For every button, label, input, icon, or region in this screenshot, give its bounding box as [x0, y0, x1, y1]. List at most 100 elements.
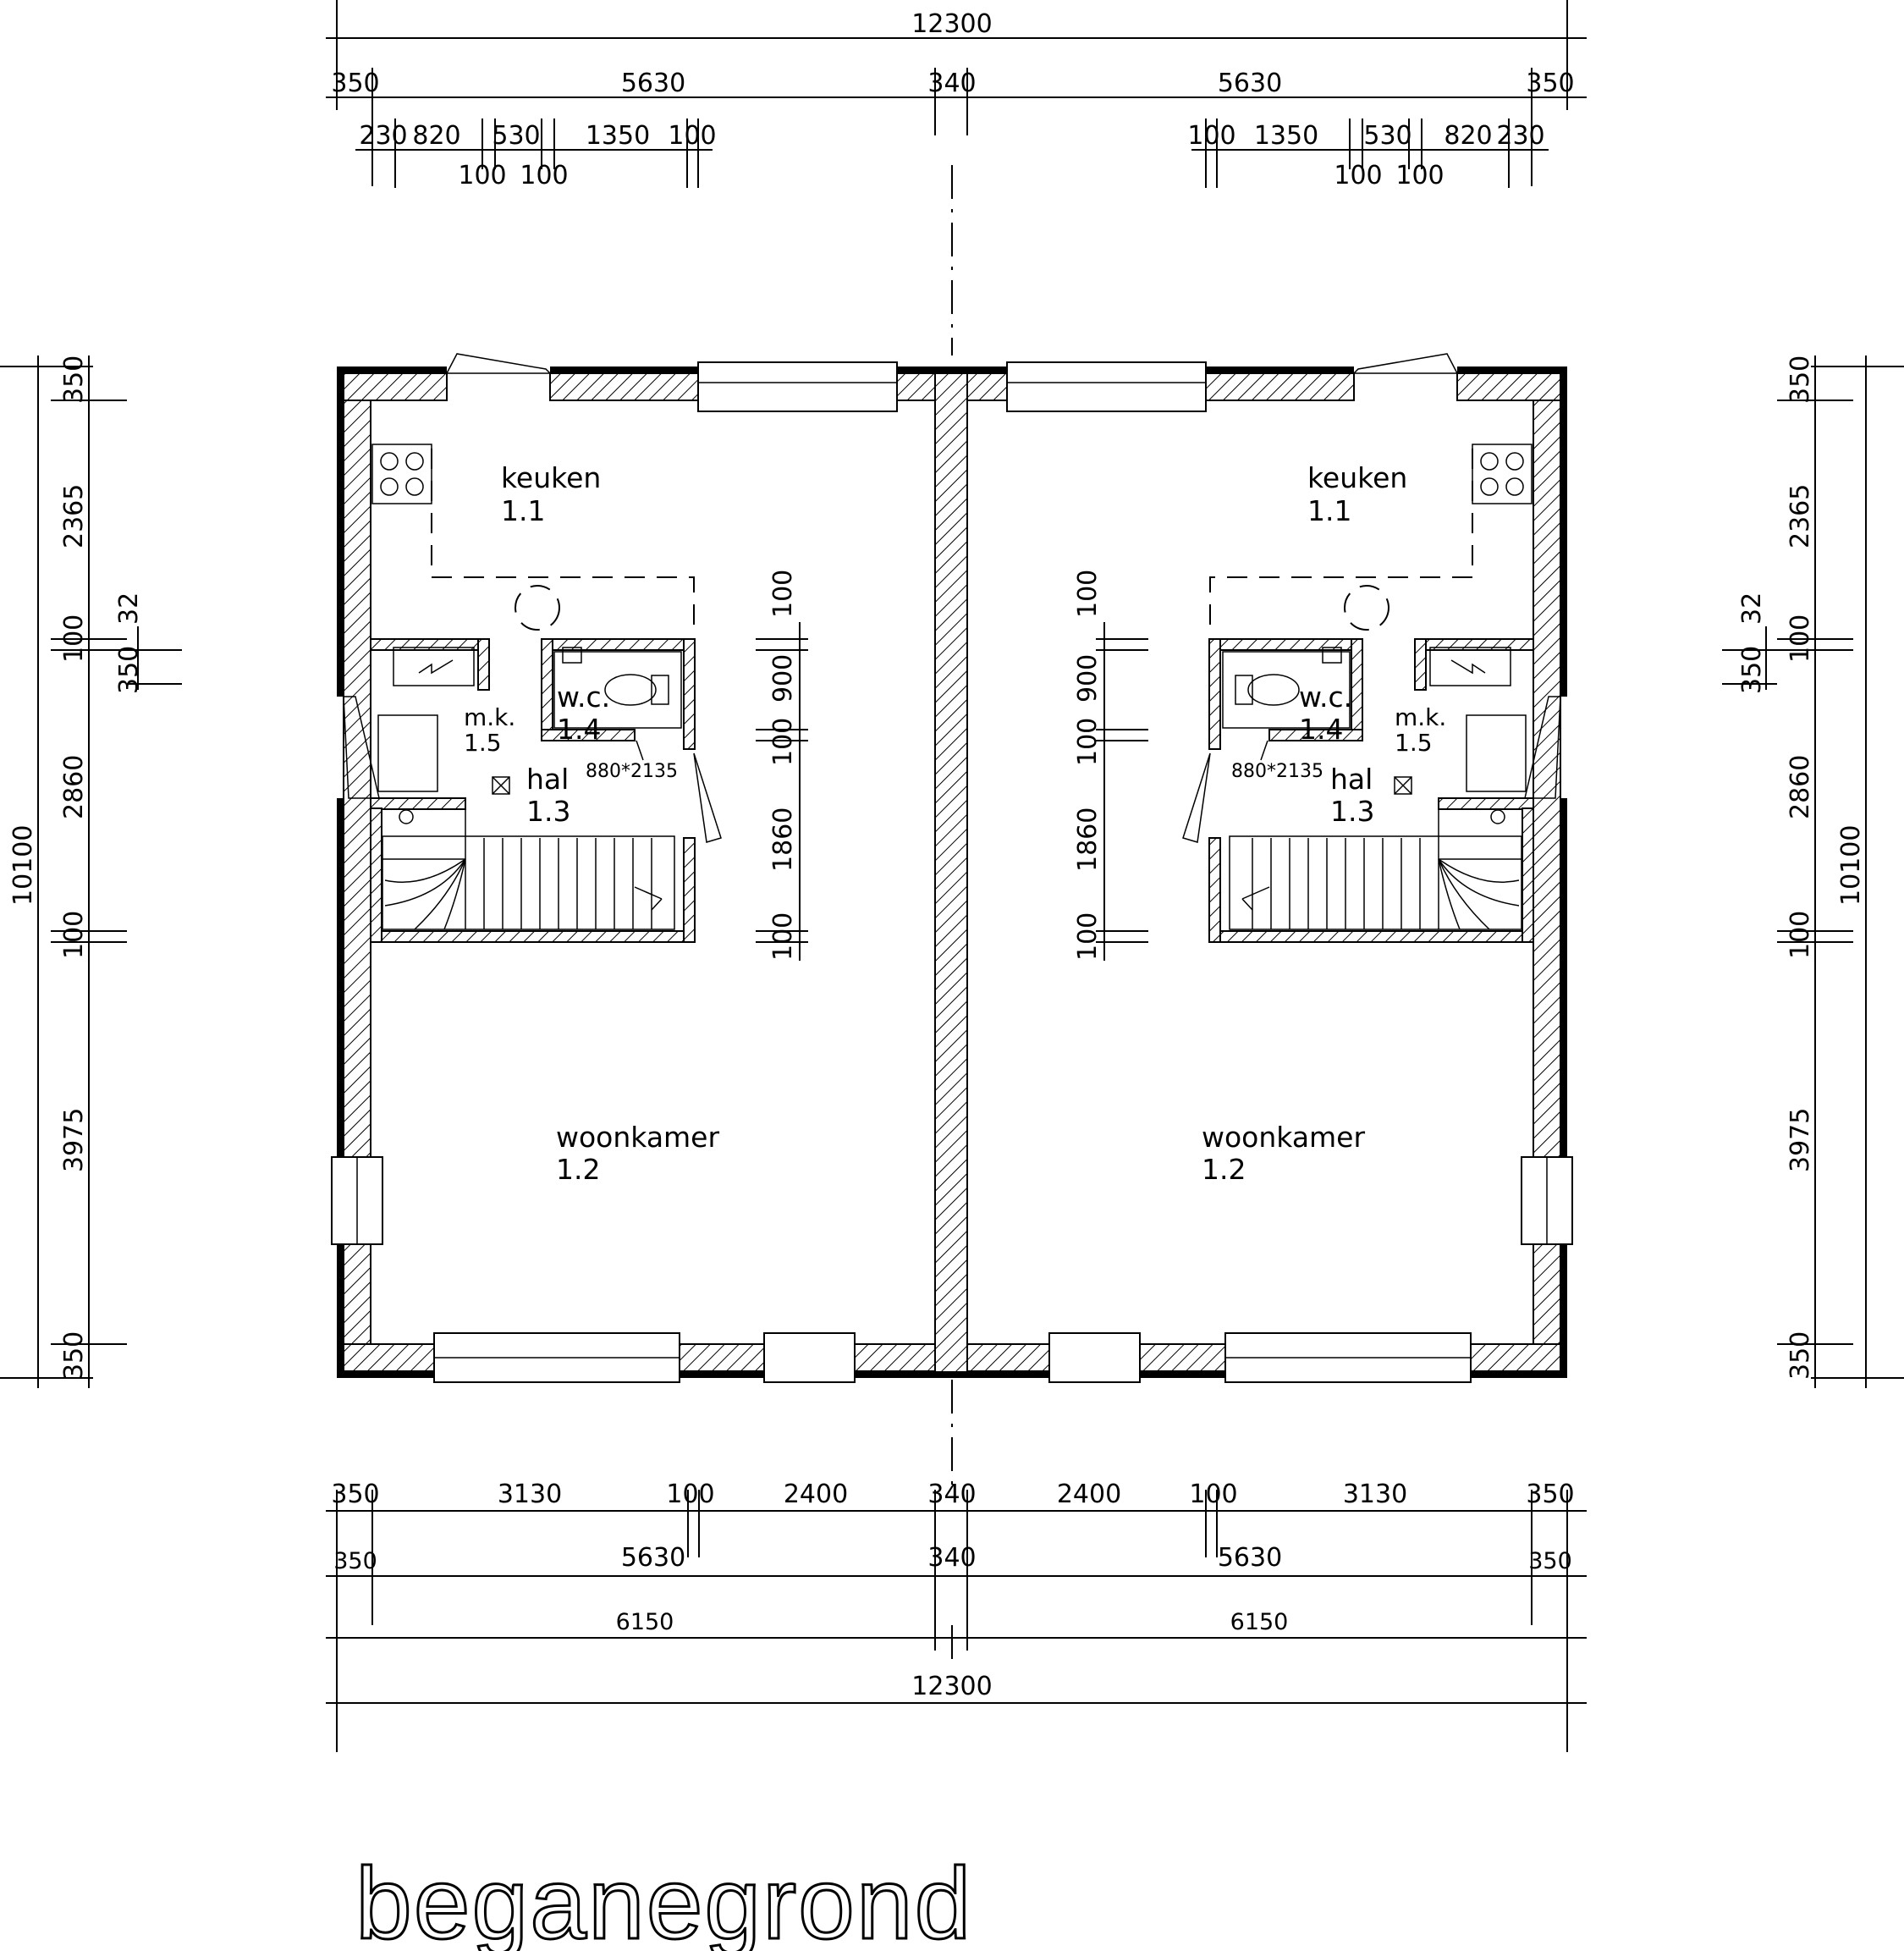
dim-top-r4-l1: 100	[458, 161, 506, 190]
room-wc-name-r: w.c.	[1299, 681, 1352, 714]
dim-top-r2-1: 350	[331, 69, 379, 98]
room-woonkamer-name: woonkamer	[556, 1121, 719, 1154]
room-keuken-num-r: 1.1	[1307, 494, 1351, 527]
dim-top-r4-r2: 100	[1395, 161, 1444, 190]
door-size-r: 880*2135	[1231, 761, 1323, 782]
dim-top-r2-3: 340	[927, 69, 976, 98]
dim-top-r3-l5: 100	[668, 121, 716, 151]
dim-hall-l4: 1860	[768, 807, 798, 872]
hall-dimensions-right: 100 900 100 1860 100	[1073, 570, 1148, 961]
dim-right-small-1: 32	[1737, 592, 1767, 625]
dim-top-r2-5: 350	[1526, 69, 1574, 98]
dim-hall-r3: 100	[1073, 718, 1103, 766]
room-wc-num: 1.4	[557, 713, 601, 746]
dim-right-2: 2365	[1786, 484, 1815, 548]
room-mk-name-r: m.k.	[1395, 703, 1446, 731]
dim-bot-r1-3: 100	[666, 1480, 714, 1509]
room-mk-num-r: 1.5	[1395, 729, 1433, 757]
room-hal-num-r: 1.3	[1330, 795, 1374, 828]
dim-hall-l1: 100	[768, 570, 798, 618]
dim-right-4: 2860	[1786, 755, 1815, 819]
dim-bot-r1-5: 340	[927, 1480, 976, 1509]
dim-top-r2-2: 5630	[621, 69, 685, 98]
drawing-title: beganegrond	[355, 1847, 972, 1951]
dim-left-6: 3975	[59, 1108, 89, 1172]
room-mk-name: m.k.	[464, 703, 515, 731]
dim-bot-r1-4: 2400	[784, 1480, 848, 1509]
dim-bot-r1-2: 3130	[498, 1480, 562, 1509]
dim-left-7: 350	[59, 1331, 89, 1380]
dim-right-3: 100	[1786, 615, 1815, 663]
dim-bot-r2-4: 5630	[1218, 1543, 1282, 1573]
dim-left-small-2: 350	[114, 646, 144, 694]
room-hal-num: 1.3	[526, 795, 570, 828]
room-hal-name: hal	[526, 763, 569, 796]
dim-right-7: 350	[1786, 1331, 1815, 1380]
dim-hall-l2: 900	[768, 654, 798, 703]
dim-right-6: 3975	[1786, 1108, 1815, 1172]
dim-top-total: 12300	[911, 9, 992, 39]
bottom-dimensions: 350 3130 100 2400 340 2400 100 3130 350 …	[326, 1480, 1587, 1752]
room-keuken-num: 1.1	[501, 494, 545, 527]
room-labels-right: keuken 1.1 w.c. 1.4 m.k. 1.5 880*2135 ha…	[1202, 461, 1446, 1186]
dim-top-r3-r3: 530	[1363, 121, 1411, 151]
dim-top-r3-r4: 820	[1444, 121, 1492, 151]
room-mk-num: 1.5	[464, 729, 502, 757]
stair-treads-left	[382, 808, 663, 930]
dim-hall-r2: 900	[1073, 654, 1103, 703]
dim-bot-r1-8: 3130	[1343, 1480, 1407, 1509]
room-keuken-name-r: keuken	[1307, 461, 1407, 494]
dim-top-r3-r1: 100	[1187, 121, 1235, 151]
room-labels-left: keuken 1.1 w.c. 1.4 m.k. 1.5 880*2135 ha…	[464, 461, 719, 1186]
dim-bot-r1-9: 350	[1526, 1480, 1574, 1509]
dim-hall-r4: 1860	[1073, 807, 1103, 872]
building	[331, 353, 1573, 1383]
top-dimensions: 12300 350 5630 340 5630 350 230 820 530 …	[326, 0, 1587, 190]
room-woonkamer-num-r: 1.2	[1202, 1153, 1246, 1186]
room-hal-name-r: hal	[1330, 763, 1373, 796]
hall-dimensions-left: 100 900 100 1860 100	[756, 570, 808, 961]
dim-top-r3-r5: 230	[1496, 121, 1544, 151]
dim-bot-r2-2: 5630	[621, 1543, 685, 1573]
dim-top-r3-l4: 1350	[586, 121, 650, 151]
dim-top-r2-4: 5630	[1218, 69, 1282, 98]
right-dimensions: 10100 350 2365 100 2860 100 3975 350 32 …	[1722, 355, 1904, 1388]
dim-top-r3-l2: 820	[412, 121, 460, 151]
room-wc-num-r: 1.4	[1299, 713, 1343, 746]
dim-bot-r2-3: 340	[927, 1543, 976, 1573]
dim-right-5: 100	[1786, 911, 1815, 959]
dim-top-r3-l3: 530	[492, 121, 540, 151]
dim-bot-r1-7: 100	[1189, 1480, 1237, 1509]
dim-bot-r2-5: 350	[1528, 1548, 1572, 1574]
door-size: 880*2135	[586, 761, 678, 782]
dim-bot-r3-2: 6150	[1230, 1609, 1289, 1635]
dim-left-total: 10100	[8, 825, 38, 906]
dim-left-4: 2860	[59, 755, 89, 819]
dim-right-small-2: 350	[1737, 646, 1767, 694]
room-wc-name: w.c.	[557, 681, 610, 714]
room-woonkamer-num: 1.2	[556, 1153, 600, 1186]
dim-right-total: 10100	[1836, 825, 1866, 906]
dim-bot-r2-1: 350	[333, 1548, 377, 1574]
dim-bot-r1-6: 2400	[1057, 1480, 1121, 1509]
dim-hall-r5: 100	[1073, 912, 1103, 961]
dim-left-5: 100	[59, 911, 89, 959]
dim-top-r3-l1: 230	[359, 121, 407, 151]
dim-top-r3-r2: 1350	[1254, 121, 1318, 151]
dim-left-1: 350	[59, 355, 89, 404]
dim-right-1: 350	[1786, 355, 1815, 404]
room-keuken-name: keuken	[501, 461, 601, 494]
dim-hall-l5: 100	[768, 912, 798, 961]
dim-top-r4-l2: 100	[520, 161, 568, 190]
dim-bot-r3-1: 6150	[616, 1609, 674, 1635]
dim-hall-l3: 100	[768, 718, 798, 766]
dim-bot-total: 12300	[911, 1672, 992, 1701]
dim-bot-r1-1: 350	[331, 1480, 379, 1509]
dim-top-r4-r1: 100	[1334, 161, 1382, 190]
dim-left-small-1: 32	[114, 592, 144, 625]
dim-left-3: 100	[59, 615, 89, 663]
room-woonkamer-name-r: woonkamer	[1202, 1121, 1365, 1154]
stair-treads-right	[1241, 808, 1522, 930]
dim-left-2: 2365	[59, 484, 89, 548]
